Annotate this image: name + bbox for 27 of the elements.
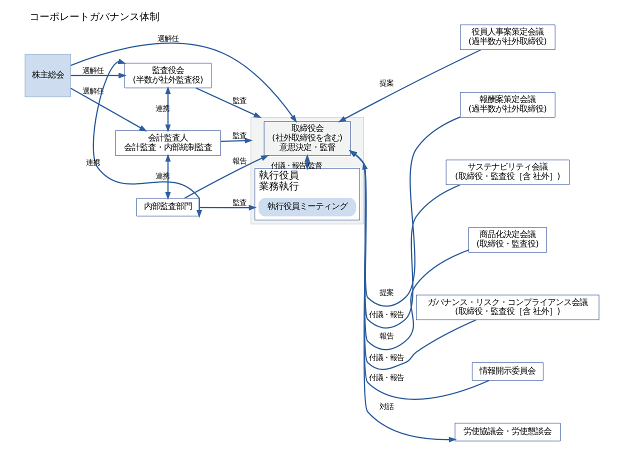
arrow: [348, 150, 489, 400]
node-box: 取締役会 (社外取締役を含む) 意思決定・監督: [263, 121, 350, 156]
arrow: [70, 42, 296, 123]
node-box: 監査役会 (半数が社外監査役): [124, 62, 211, 88]
node-box: 内部監査部門: [136, 198, 200, 216]
arrow: [338, 49, 481, 122]
node-box: 役員人事案策定会議 (過半数が社外取締役): [459, 24, 555, 50]
node-box: 報酬案策定会議 (過半数が社外取締役): [459, 92, 555, 118]
arrow: [362, 162, 456, 442]
diagram-title: コーポレートガバナンス体制: [29, 12, 160, 23]
node-box: 情報開示委員会: [471, 362, 543, 381]
node-box: 執行役員ミーティング: [258, 198, 356, 216]
arrow: [184, 154, 268, 199]
arrow: [92, 58, 202, 218]
arrow: [70, 88, 147, 132]
node-box: 会計監査人 会計監査・内部統制監査: [114, 130, 220, 156]
arrow: [220, 138, 252, 144]
arrow: [195, 87, 262, 118]
arrow: [198, 204, 256, 210]
arrow: [348, 116, 460, 307]
node-box: 労使協議会・労使懇談会: [454, 422, 560, 442]
node-box: 商品化決定会議 (取締役・監査役): [468, 227, 546, 253]
node-box: サステナビリティ会議 (取締役・監査役［含 社外］): [445, 160, 569, 186]
node-box: ガバナンス・リスク・コンプライアンス会議 (取締役・監査役［含 社外］): [416, 294, 599, 320]
arrow: [348, 150, 460, 328]
node-box: 株主総会: [24, 54, 70, 98]
arrow: [70, 72, 126, 78]
